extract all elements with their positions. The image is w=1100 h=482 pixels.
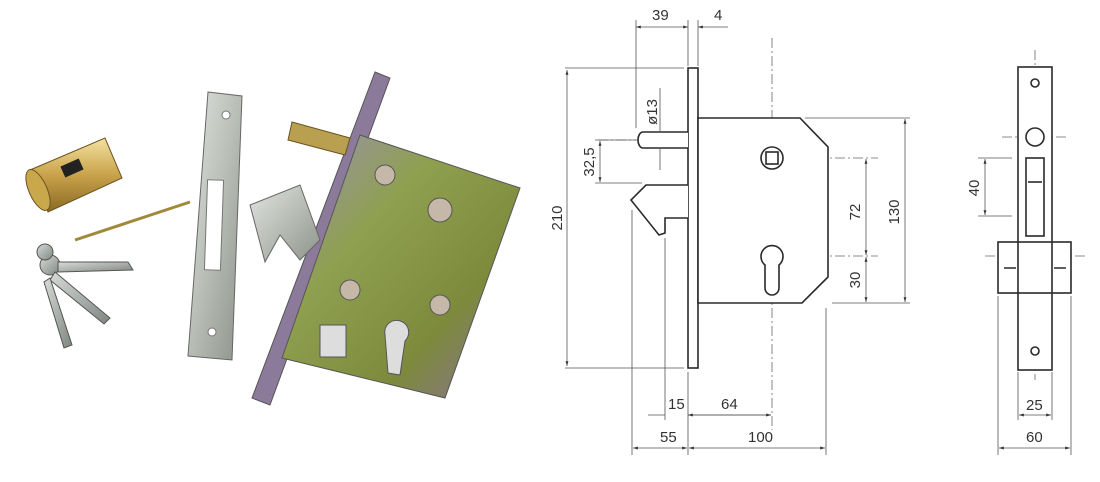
dim-64: 64 xyxy=(721,396,738,413)
dim-210: 210 xyxy=(549,205,566,230)
lock-body xyxy=(697,117,829,304)
dim-40: 40 xyxy=(966,180,983,197)
dim-32-5: 32,5 xyxy=(581,147,598,176)
dim-130: 130 xyxy=(886,199,903,224)
strike-plate xyxy=(187,91,243,361)
spindle-hole xyxy=(760,146,784,170)
dim-4: 4 xyxy=(714,7,722,24)
euro-cylinder xyxy=(25,137,123,213)
dim-100: 100 xyxy=(748,429,773,446)
dim-72: 72 xyxy=(847,204,864,221)
product-photo xyxy=(25,71,521,406)
front-view-drawing: 39 4 210 ø13 32,5 72 30 130 15 64 55 100 xyxy=(549,7,910,455)
keys xyxy=(36,243,134,349)
dim-pin-diameter: ø13 xyxy=(644,99,661,125)
screw-hole-top xyxy=(1030,78,1040,88)
dim-15: 15 xyxy=(668,396,685,413)
locking-pin xyxy=(637,131,688,149)
side-view-drawing: 40 25 60 xyxy=(966,50,1088,455)
screw-hole-bottom xyxy=(1030,346,1040,356)
dim-60: 60 xyxy=(1026,429,1043,446)
hook-slot xyxy=(1025,157,1045,237)
dim-25: 25 xyxy=(1026,397,1043,414)
dim-30: 30 xyxy=(847,272,864,289)
hook-lock-body xyxy=(249,71,521,406)
cylinder-keyhole xyxy=(760,244,784,296)
faceplate xyxy=(687,67,699,369)
connecting-screw xyxy=(74,200,191,242)
hook-bolt xyxy=(629,184,688,236)
pin-hole xyxy=(1025,127,1045,147)
dim-55: 55 xyxy=(660,429,677,446)
dim-39: 39 xyxy=(652,7,669,24)
